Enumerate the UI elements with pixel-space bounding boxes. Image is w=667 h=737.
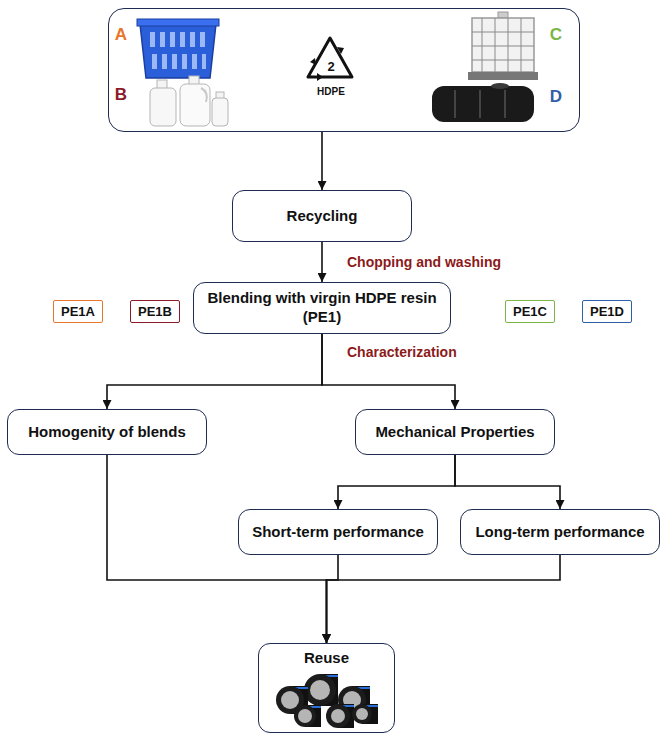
flow-arrow <box>327 555 339 643</box>
node-text: PE1C <box>513 304 547 319</box>
node-text: Homogenity of blends <box>28 423 186 442</box>
flow-arrow <box>107 334 322 409</box>
process-box: Homogenity of blends <box>7 409 207 455</box>
crate-illustration <box>137 19 219 78</box>
process-box: Blending with virgin HDPE resin (PE1) <box>193 282 451 334</box>
node-text: PE1A <box>61 304 95 319</box>
item-label: A <box>115 25 127 45</box>
black-tank-illustration <box>432 83 534 122</box>
blend-tag: PE1A <box>53 300 103 323</box>
step-note: Chopping and washing <box>347 254 501 270</box>
node-text: Reuse <box>259 649 394 666</box>
process-box: Mechanical Properties <box>355 409 555 455</box>
step-note: Characterization <box>347 344 457 360</box>
node-text: Long-term performance <box>475 523 644 542</box>
process-box: Recycling <box>232 190 412 242</box>
node-text: PE1B <box>138 304 172 319</box>
node-text: Mechanical Properties <box>375 423 534 442</box>
node-text: PE1D <box>590 304 624 319</box>
pipes-illustration <box>276 674 378 728</box>
recycle-symbol <box>308 38 352 81</box>
item-label: HDPE <box>317 86 345 97</box>
node-text: Blending with virgin HDPE resin (PE1) <box>204 289 440 327</box>
node-text: Short-term performance <box>252 523 424 542</box>
process-box: Short-term performance <box>238 509 438 555</box>
flow-arrow <box>321 242 323 282</box>
process-box: Long-term performance <box>460 509 660 555</box>
node-text: Recycling <box>287 207 358 226</box>
item-label: D <box>550 87 562 107</box>
item-label: 2 <box>327 59 334 74</box>
reuse-box: Reuse <box>258 643 395 733</box>
flow-arrow <box>338 455 455 509</box>
jugs-illustration <box>150 76 228 126</box>
blend-tag: PE1B <box>130 300 180 323</box>
flow-arrow <box>455 455 560 509</box>
ibc-tank-illustration <box>468 12 538 80</box>
blend-tag: PE1D <box>582 300 632 323</box>
blend-tag: PE1C <box>505 300 555 323</box>
flow-arrow <box>327 555 561 643</box>
item-label: B <box>115 85 127 105</box>
source-panel: A B C D 2HDPE <box>108 8 580 132</box>
item-label: C <box>550 25 562 45</box>
flow-arrow <box>321 132 323 190</box>
